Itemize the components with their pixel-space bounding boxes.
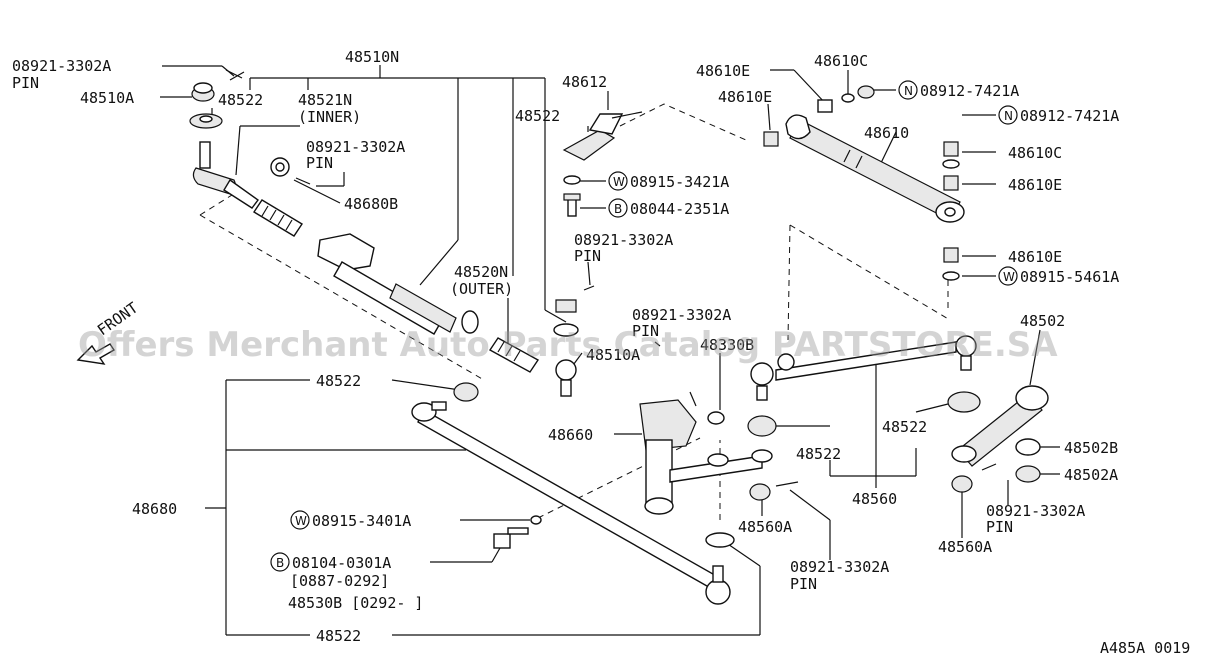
label-pin-3302-f[interactable]: 08921-3302A: [790, 558, 889, 576]
label-08044-2351A[interactable]: 08044-2351A: [630, 200, 729, 218]
front-arrow-icon: [76, 343, 115, 365]
label-48522-top[interactable]: 48522: [218, 91, 263, 109]
label-pin-word-c: PIN: [574, 247, 601, 265]
label-pin-3302-e[interactable]: 08921-3302A: [986, 502, 1085, 520]
label-date-0887-0292: [0887-0292]: [290, 572, 389, 590]
label-08104-0301A[interactable]: 08104-0301A: [292, 554, 391, 572]
washer-w-icon: [608, 171, 628, 191]
label-pin-3302-mid[interactable]: 08921-3302A: [306, 138, 405, 156]
label-48510A-mid[interactable]: 48510A: [586, 346, 640, 364]
nut-n-icon-a: [898, 80, 918, 100]
prefix-w-3421: W: [613, 175, 625, 189]
label-48610E-b[interactable]: 48610E: [718, 88, 772, 106]
label-48610E-d[interactable]: 48610E: [1008, 248, 1062, 266]
bolt-b-icon-0301: [270, 552, 290, 572]
label-48680[interactable]: 48680: [132, 500, 177, 518]
part-illustrations: [189, 69, 1049, 605]
nut-n-icon-b: [998, 105, 1018, 125]
label-pin-word-top: PIN: [12, 74, 39, 92]
label-48521N[interactable]: 48521N: [298, 91, 352, 109]
washer-w-icon-5461: [998, 266, 1018, 286]
label-pin-word-d: PIN: [632, 322, 659, 340]
label-08912-7421A-a[interactable]: 08912-7421A: [920, 82, 1019, 100]
label-48610C-b[interactable]: 48610C: [1008, 144, 1062, 162]
dashed-lines: [199, 103, 951, 520]
label-48610E-a[interactable]: 48610E: [696, 62, 750, 80]
label-48502[interactable]: 48502: [1020, 312, 1065, 330]
washer-w-icon-3401: [290, 510, 310, 530]
label-48520N[interactable]: 48520N: [454, 263, 508, 281]
label-48522-bottom[interactable]: 48522: [316, 627, 361, 645]
bolt-b-icon: [608, 198, 628, 218]
label-pin-3302-c[interactable]: 08921-3302A: [574, 231, 673, 249]
label-48612[interactable]: 48612: [562, 73, 607, 91]
label-pin-3302-d[interactable]: 08921-3302A: [632, 306, 731, 324]
label-48502B[interactable]: 48502B: [1064, 439, 1118, 457]
prefix-b-0301: B: [276, 556, 284, 570]
label-08912-7421A-b[interactable]: 08912-7421A: [1020, 107, 1119, 125]
label-48522-center[interactable]: 48522: [796, 445, 841, 463]
label-outer: (OUTER): [450, 280, 513, 298]
label-48680B[interactable]: 48680B: [344, 195, 398, 213]
prefix-n-a: N: [904, 84, 913, 98]
label-48510N[interactable]: 48510N: [345, 48, 399, 66]
label-08915-3421A[interactable]: 08915-3421A: [630, 173, 729, 191]
label-48560[interactable]: 48560: [852, 490, 897, 508]
label-48502A[interactable]: 48502A: [1064, 466, 1118, 484]
figure-code: A485A 0019: [1100, 639, 1190, 657]
label-08915-3401A[interactable]: 08915-3401A: [312, 512, 411, 530]
label-48610E-c[interactable]: 48610E: [1008, 176, 1062, 194]
label-48530B[interactable]: 48530B [0292- ]: [288, 594, 423, 612]
prefix-b-2351: B: [614, 202, 622, 216]
label-pin-word-e: PIN: [986, 518, 1013, 536]
label-pin-3302-top[interactable]: 08921-3302A: [12, 57, 111, 75]
label-inner: (INNER): [298, 108, 361, 126]
label-48610[interactable]: 48610: [864, 124, 909, 142]
label-48522-left[interactable]: 48522: [316, 372, 361, 390]
label-48510A[interactable]: 48510A: [80, 89, 134, 107]
label-48330B[interactable]: 48330B: [700, 336, 754, 354]
label-48522-mid[interactable]: 48522: [515, 107, 560, 125]
part-labels: 08921-3302A PIN 48510A 48522 48521N (INN…: [12, 48, 1190, 657]
label-48560A-a[interactable]: 48560A: [738, 518, 792, 536]
label-48522-right[interactable]: 48522: [882, 418, 927, 436]
label-pin-word-mid: PIN: [306, 154, 333, 172]
label-pin-word-f: PIN: [790, 575, 817, 593]
label-08915-5461A[interactable]: 08915-5461A: [1020, 268, 1119, 286]
label-48610C-a[interactable]: 48610C: [814, 52, 868, 70]
label-48660[interactable]: 48660: [548, 426, 593, 444]
prefix-w-3401: W: [295, 514, 307, 528]
leader-lines: [160, 65, 1060, 636]
watermark-text: Offers Merchant Auto Parts Catalog PARTS…: [78, 325, 1058, 365]
prefix-w-5461: W: [1003, 270, 1015, 284]
label-48560A-b[interactable]: 48560A: [938, 538, 992, 556]
prefix-n-b: N: [1004, 109, 1013, 123]
